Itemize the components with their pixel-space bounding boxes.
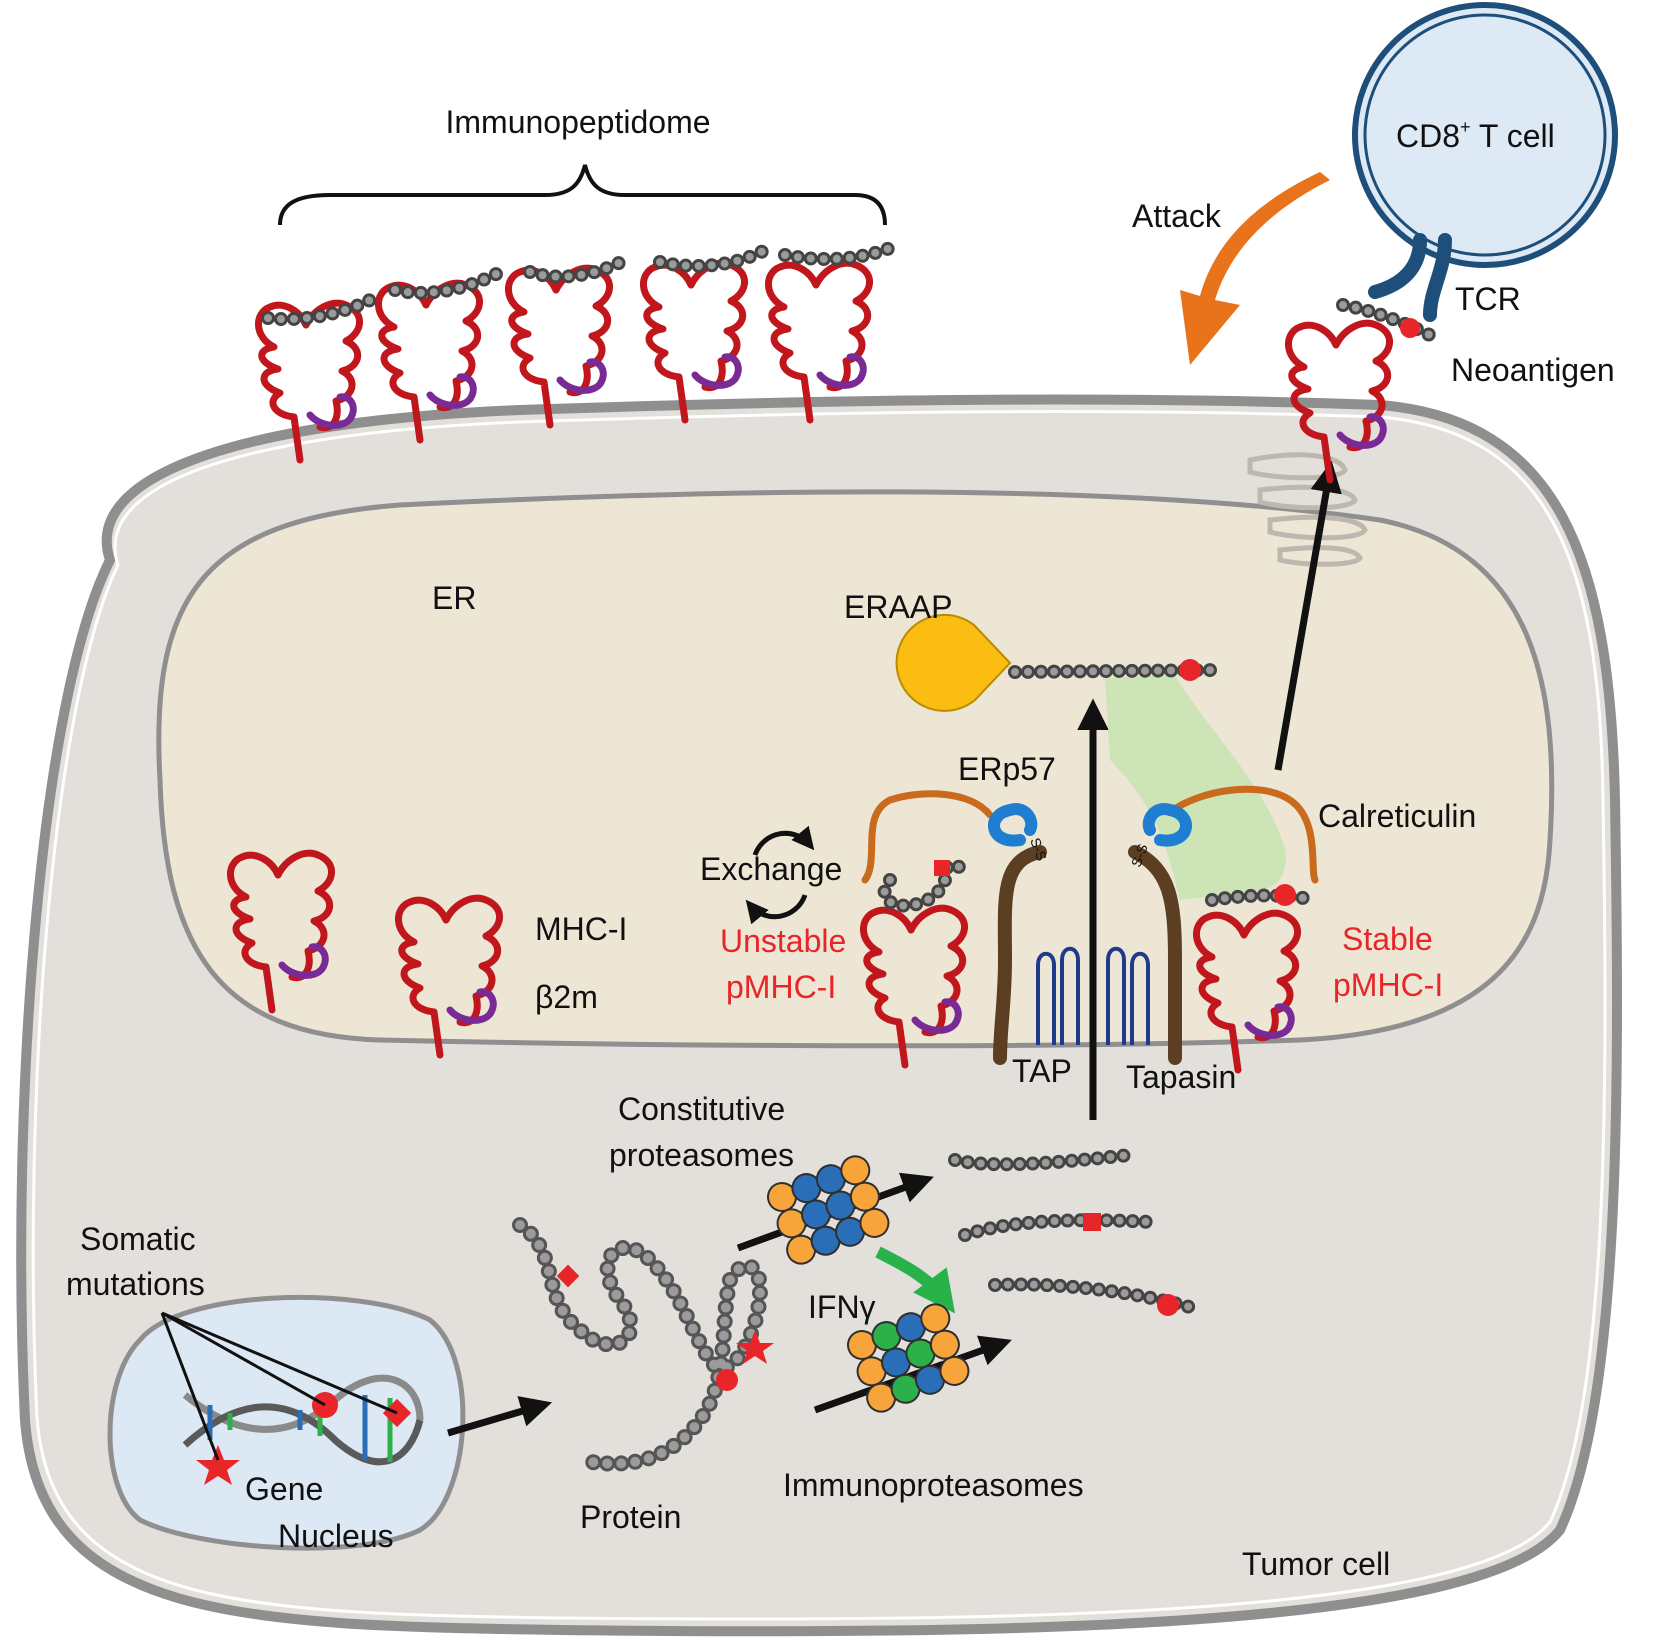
ifng-arrow (875, 1246, 956, 1314)
dna-helix-icon (182, 1374, 424, 1485)
erp57-label: ERp57 (958, 751, 1056, 787)
tapasin-left (993, 845, 1047, 1065)
ifng-label: IFNγ (808, 1289, 876, 1325)
cd8-t-cell (1352, 2, 1618, 268)
tcr-icon (1368, 233, 1452, 322)
eraap-pacman-icon (895, 613, 1012, 712)
unstable-label-1: Unstable (720, 923, 846, 959)
nucleus (107, 1294, 466, 1551)
endoplasmic-reticulum (156, 489, 1555, 1049)
nucleus-label: Nucleus (278, 1518, 394, 1554)
tcr-label: TCR (1455, 281, 1521, 317)
attack-label: Attack (1132, 198, 1222, 234)
somatic-mutation-pointers (160, 1311, 398, 1461)
unstable-label-2: pMHC-I (726, 969, 836, 1005)
stable-label-1: Stable (1342, 921, 1433, 957)
calreticulin-zone (1105, 675, 1286, 900)
pmhc-to-surface-arrow (1274, 460, 1342, 771)
calreticulin-left (861, 790, 994, 884)
golgi-apparatus (1247, 452, 1368, 567)
immunopeptidome-label: Immunopeptidome (445, 104, 710, 140)
mutation-star-icon (196, 1445, 240, 1485)
exchange-label: Exchange (700, 851, 842, 887)
stable-label-2: pMHC-I (1333, 967, 1443, 1003)
tumor-cell-membrane-inner (31, 410, 1607, 1621)
attack-arrow (1180, 172, 1330, 365)
surface-mhc-3 (508, 268, 609, 425)
erp57-left-icon (988, 803, 1038, 847)
somatic-label-2: mutations (66, 1266, 205, 1302)
immunoproteasomes-label: Immunoproteasomes (783, 1467, 1084, 1503)
exchange-icon (745, 825, 815, 925)
protein-mutation-square-icon (556, 1264, 580, 1288)
tap-transporter-icon (1036, 946, 1150, 1045)
peptide-fragments (948, 1148, 1207, 1317)
calreticulin-label: Calreticulin (1318, 798, 1476, 834)
eraap-peptide (1008, 659, 1227, 681)
neoantigen-label: Neoantigen (1451, 352, 1615, 388)
immunopeptidome-brace (278, 164, 887, 226)
surface-peptides (261, 241, 897, 327)
protein-chain (512, 1217, 774, 1472)
unstable-peptide (877, 858, 977, 913)
mhc-i-label: MHC-I (535, 911, 627, 947)
stable-peptide (1205, 884, 1322, 907)
surface-mhc-4 (643, 263, 744, 420)
eraap-label: ERAAP (844, 589, 952, 625)
protein-label: Protein (580, 1499, 681, 1535)
disulfide-right-label: S-S (1128, 842, 1151, 869)
cd8-t-cell-inner (1363, 13, 1607, 257)
somatic-label-1: Somatic (80, 1221, 196, 1257)
erp57-right-icon (1142, 803, 1192, 847)
gene-label: Gene (245, 1471, 323, 1507)
protein-mutation-star-icon (736, 1330, 774, 1364)
er-label: ER (432, 580, 476, 616)
b2m-label: β2m (535, 979, 598, 1015)
gene-to-protein-arrow (447, 1396, 553, 1437)
disulfide-left-label: S-S (1027, 836, 1050, 863)
calreticulin-right (1166, 785, 1319, 884)
tumor-cell-label: Tumor cell (1242, 1546, 1390, 1582)
constitutive-label-2: proteasomes (609, 1137, 794, 1173)
tapasin-right (1128, 845, 1183, 1065)
tap-label: TAP (1012, 1053, 1072, 1089)
cd8-t-cell-label: CD8+ T cell (1396, 117, 1555, 154)
constitutive-label-1: Constitutive (618, 1091, 785, 1127)
protein-mutation-circle-icon (716, 1369, 738, 1391)
tapasin-label: Tapasin (1126, 1059, 1236, 1095)
neoantigen-peptide (1336, 298, 1447, 347)
